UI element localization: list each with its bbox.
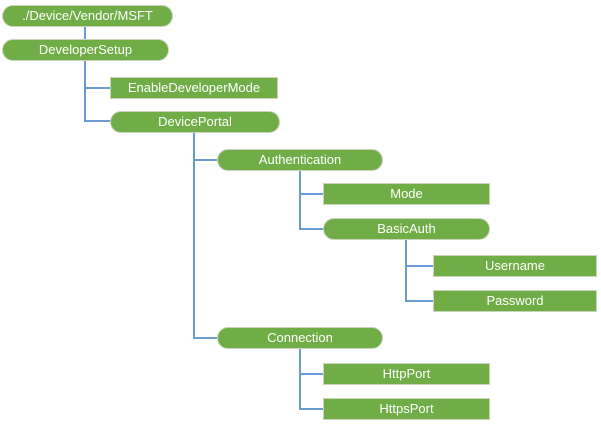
connector-line bbox=[299, 408, 323, 410]
node-https-port: HttpsPort bbox=[323, 398, 490, 420]
node-connection: Connection bbox=[217, 327, 383, 349]
connector-line bbox=[84, 87, 110, 89]
connector-line bbox=[299, 193, 323, 195]
connector-line bbox=[193, 159, 217, 161]
node-password: Password bbox=[433, 290, 597, 312]
connector-line bbox=[299, 373, 323, 375]
node-developer-setup: DeveloperSetup bbox=[2, 39, 169, 61]
connector-line bbox=[299, 349, 301, 410]
node-mode: Mode bbox=[323, 183, 490, 205]
node-username: Username bbox=[433, 255, 597, 277]
connector-line bbox=[299, 228, 323, 230]
node-enable-developer-mode: EnableDeveloperMode bbox=[110, 77, 278, 99]
node-basic-auth: BasicAuth bbox=[323, 218, 490, 240]
connector-line bbox=[405, 300, 433, 302]
connector-line bbox=[299, 171, 301, 230]
connector-line bbox=[84, 61, 86, 122]
connector-line bbox=[84, 120, 110, 122]
connector-line bbox=[405, 240, 407, 302]
connector-line bbox=[84, 27, 86, 39]
node-device-vendor-msft: ./Device/Vendor/MSFT bbox=[2, 5, 173, 27]
node-authentication: Authentication bbox=[217, 149, 383, 171]
connector-line bbox=[405, 265, 433, 267]
connector-line bbox=[193, 133, 195, 339]
connector-line bbox=[193, 337, 217, 339]
node-http-port: HttpPort bbox=[323, 363, 490, 385]
node-device-portal: DevicePortal bbox=[110, 111, 280, 133]
